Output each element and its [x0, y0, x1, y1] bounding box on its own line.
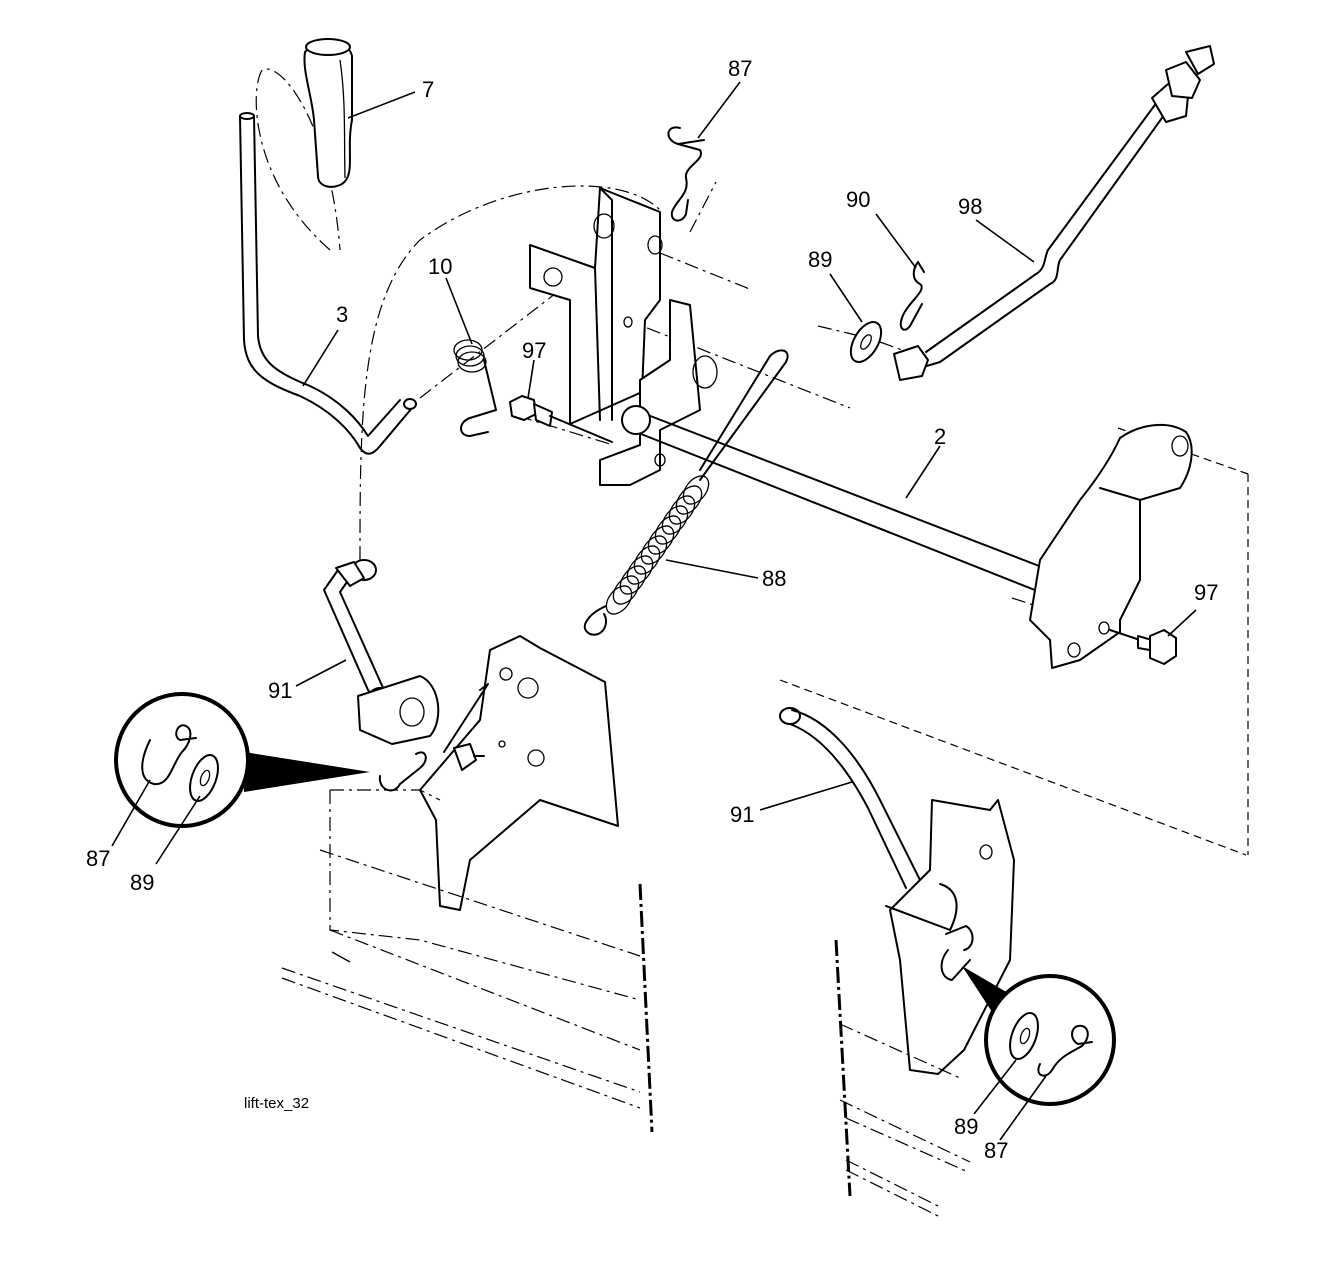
handle-grip-part [303, 38, 353, 188]
left-deck-outline [281, 789, 654, 1133]
left-bolt-part [509, 395, 613, 443]
label-right-clip: 90 [846, 187, 870, 212]
right-detail-callout [962, 966, 1116, 1106]
right-deck-bracket-part [885, 799, 1015, 1075]
washer-top-part [849, 321, 883, 363]
left-detail-callout [114, 692, 370, 828]
left-link-part [323, 559, 391, 705]
label-left-link: 91 [268, 678, 292, 703]
label-large-spring: 88 [762, 566, 786, 591]
leader-lines [111, 81, 1197, 1141]
label-right-detail-washer: 89 [954, 1114, 978, 1139]
label-left-bolt: 97 [522, 338, 546, 363]
label-top-washer: 89 [808, 247, 832, 272]
label-left-detail-clip: 87 [86, 846, 110, 871]
label-top-clip: 87 [728, 56, 752, 81]
label-handle-grip: 7 [422, 77, 434, 102]
part-labels: 7 3 10 87 97 89 90 98 2 88 97 91 91 87 8… [86, 56, 1218, 1163]
right-bolt-part [1109, 629, 1177, 665]
top-clip-part [667, 126, 705, 222]
shaft-arm-part [1029, 423, 1193, 669]
rod-right-part [893, 45, 1215, 381]
label-right-link: 91 [730, 802, 754, 827]
lift-lever-part [239, 112, 417, 455]
large-spring-part [583, 349, 789, 636]
label-lift-lever: 3 [336, 302, 348, 327]
label-right-rod: 98 [958, 194, 982, 219]
diagram-caption: lift-tex_32 [244, 1095, 309, 1112]
right-deck-outline [834, 939, 971, 1219]
bracket-part [529, 187, 718, 486]
label-small-spring: 10 [428, 254, 452, 279]
label-right-bolt: 97 [1194, 580, 1218, 605]
label-right-detail-clip: 87 [984, 1138, 1008, 1163]
label-left-detail-washer: 89 [130, 870, 154, 895]
right-clip-part [899, 261, 925, 331]
small-spring-part [453, 339, 497, 437]
left-deck-bracket-part [357, 635, 619, 911]
assembly-guide-lines [255, 68, 1249, 856]
label-cross-shaft: 2 [934, 424, 946, 449]
